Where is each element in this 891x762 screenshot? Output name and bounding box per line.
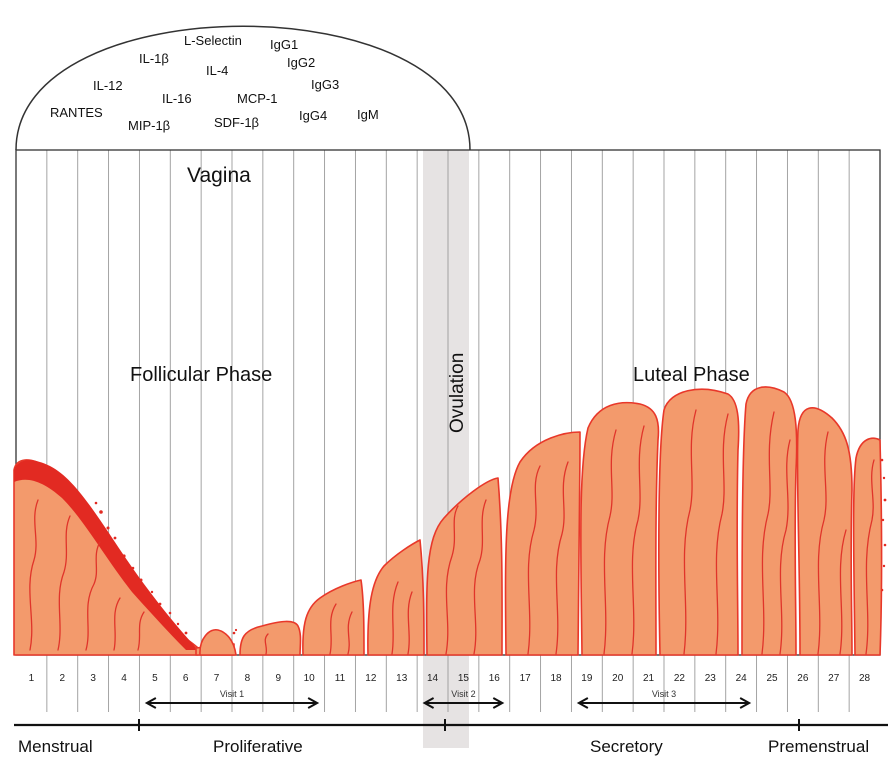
tissue-segment [302,579,365,656]
day-number: 25 [766,673,778,684]
follicular-phase-label: Follicular Phase [130,364,272,386]
day-number: 2 [60,673,66,684]
molecule-label: IgG4 [299,108,327,123]
day-number: 21 [643,673,655,684]
day-number: 12 [365,673,377,684]
day-number: 9 [276,673,282,684]
arrowhead [492,697,505,709]
tissue-segment [504,431,581,656]
molecule-label: IgM [357,107,379,122]
vagina-label: Vagina [187,164,251,187]
molecule-label: MIP-1β [128,118,170,133]
day-number: 7 [214,673,220,684]
molecule-label: IgG1 [270,37,298,52]
day-number: 22 [674,673,686,684]
day-number: 17 [520,673,532,684]
tissue-segment [658,388,740,656]
stage-label-premenstrual: Premenstrual [768,737,869,756]
visit-label: Visit 3 [652,689,676,699]
visit-arrows: Visit 1 Visit 2 Visit 3 [144,689,752,709]
visit-arrow: Visit 3 [576,689,752,709]
day-number: 1 [29,673,35,684]
day-number: 8 [245,673,251,684]
molecule-label: L-Selectin [184,33,242,48]
stage-label-menstrual: Menstrual [18,737,93,756]
stage-label-secretory: Secretory [590,737,663,756]
arrowhead [576,697,589,709]
day-number: 5 [152,673,158,684]
luteal-phase-label: Luteal Phase [633,364,750,386]
day-number: 6 [183,673,189,684]
ovulation-label: Ovulation [447,353,468,433]
molecule-label: IgG2 [287,55,315,70]
day-number: 14 [427,673,439,684]
shedding-blood [14,460,198,650]
molecule-label: IL-16 [162,91,192,106]
molecule-label: MCP-1 [237,91,277,106]
day-number: 15 [458,673,470,684]
molecule-label: IL-12 [93,78,123,93]
day-number: 11 [335,673,346,684]
arrowhead [144,697,157,709]
uterine-dome [15,25,471,151]
tissue-segment [199,629,237,656]
tissue-segment [367,539,425,656]
day-number: 20 [612,673,624,684]
day-number: 4 [121,673,127,684]
molecule-label: IL-4 [206,63,228,78]
tissue-segment [741,386,798,656]
day-number: 26 [797,673,809,684]
stage-label-proliferative: Proliferative [213,737,303,756]
tissue-segment [239,620,302,656]
day-number: 24 [736,673,748,684]
day-number: 27 [828,673,840,684]
visit-arrow: Visit 1 [144,689,320,709]
day-number: 23 [705,673,717,684]
visit-label: Visit 2 [451,689,475,699]
arrowhead [307,697,320,709]
blood-speckles [94,458,887,635]
day-number: 19 [581,673,593,684]
arrowhead [739,697,752,709]
day-number: 3 [90,673,96,684]
visit-label: Visit 1 [220,689,244,699]
day-number: 28 [859,673,871,684]
endometrium-tissue [13,386,887,656]
day-number: 18 [550,673,562,684]
molecule-label: RANTES [50,105,103,120]
day-number: 16 [489,673,501,684]
ovulation-band [423,150,469,748]
tissue-segment [425,477,503,656]
tissue-segment [796,407,853,656]
molecule-label: IL-1β [139,51,169,66]
day-number: 13 [396,673,408,684]
tissue-segment [579,401,660,656]
arrowhead [422,697,435,709]
molecule-label: IgG3 [311,77,339,92]
visit-arrow: Visit 2 [422,689,505,709]
day-number: 10 [304,673,316,684]
molecule-label: SDF-1β [214,115,259,130]
